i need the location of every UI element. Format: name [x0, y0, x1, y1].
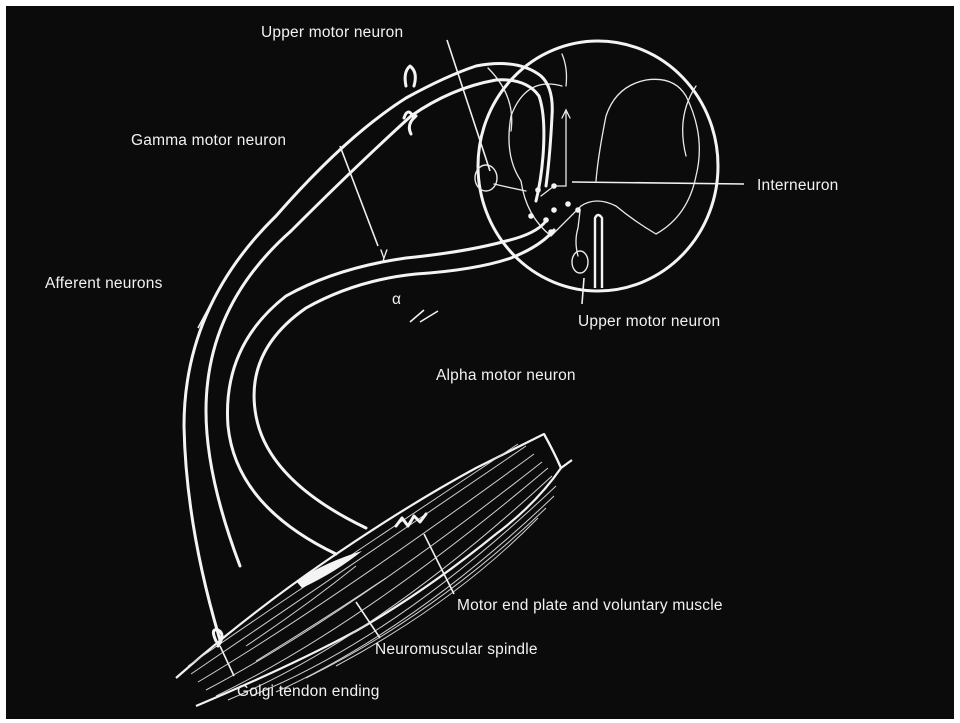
gamma-symbol: γ: [380, 245, 388, 262]
spinal-cord-cross-section: [475, 41, 718, 291]
label-gamma-motor-neuron: Gamma motor neuron: [131, 132, 286, 149]
gamma-motor-fiber: [227, 221, 546, 554]
anterior-corticospinal-tract: [572, 251, 588, 273]
posterior-median-sulcus: [562, 54, 567, 86]
nerve-bundles: [184, 64, 554, 640]
grey-matter-outline: [509, 79, 699, 236]
muscle-outline: [176, 434, 561, 706]
dorsal-horn-left: [488, 68, 512, 131]
label-golgi-tendon-ending: Golgi tendon ending: [237, 683, 380, 700]
voluntary-muscle: [176, 434, 572, 706]
anterior-median-fissure: [595, 215, 602, 288]
label-upper-motor-neuron-top: Upper motor neuron: [261, 24, 403, 41]
alpha-symbol: α: [392, 291, 401, 308]
label-alpha-motor-neuron: Alpha motor neuron: [436, 367, 576, 384]
label-afferent-neurons: Afferent neurons: [45, 275, 163, 292]
label-neuromuscular-spindle: Neuromuscular spindle: [375, 641, 538, 658]
label-upper-motor-neuron-bottom: Upper motor neuron: [578, 313, 720, 330]
label-motor-end-plate: Motor end plate and voluntary muscle: [457, 597, 723, 614]
slide-background: γ α Upper motor neuron Gamma motor neuro…: [6, 6, 954, 719]
dorsal-horn-right: [683, 86, 696, 156]
reflex-arc-diagram: γ α Upper motor neuron Gamma motor neuro…: [6, 6, 954, 719]
label-interneuron: Interneuron: [757, 177, 838, 194]
